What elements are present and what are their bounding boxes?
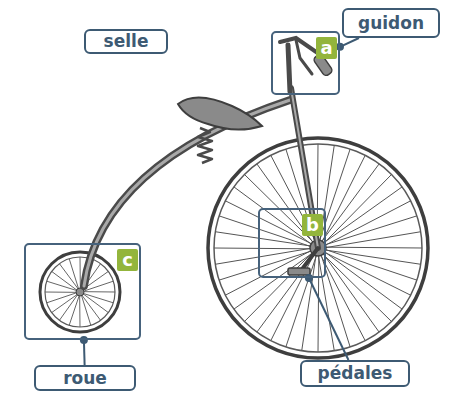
- spoke: [214, 248, 311, 250]
- spoke: [325, 232, 421, 248]
- saddle: [178, 97, 262, 129]
- spoke: [234, 253, 313, 309]
- part-label: guidon: [342, 8, 440, 38]
- leader-line: [80, 336, 88, 365]
- spokes: [214, 144, 422, 352]
- spoke: [83, 291, 115, 292]
- spoke: [325, 247, 422, 249]
- callout-letter: a: [316, 37, 337, 59]
- spoke: [318, 255, 320, 352]
- part-name: guidon: [358, 15, 424, 32]
- leader-stroke: [83, 340, 86, 365]
- part-label: pédales: [300, 360, 410, 387]
- spokes: [45, 257, 115, 327]
- leader-line: [305, 274, 349, 360]
- spoke: [215, 248, 311, 264]
- spoke: [59, 294, 78, 320]
- part-label: selle: [84, 29, 168, 54]
- spoke: [318, 255, 334, 351]
- leader-dot: [80, 336, 88, 344]
- spoke: [83, 293, 114, 303]
- part-name: roue: [63, 370, 107, 387]
- tyre: [40, 252, 120, 332]
- spoke: [52, 271, 78, 290]
- spoke: [323, 187, 402, 243]
- spoke: [219, 251, 312, 280]
- rim: [45, 257, 115, 327]
- spoke: [79, 295, 80, 327]
- spoke: [225, 250, 311, 295]
- callout-letter: b: [302, 214, 323, 236]
- part-name: selle: [104, 33, 149, 50]
- spoke: [325, 201, 411, 246]
- part-label: roue: [34, 365, 136, 391]
- spoke: [45, 292, 77, 293]
- spoke: [320, 255, 365, 341]
- pedal: [288, 268, 310, 275]
- callout-frame: a: [271, 31, 340, 95]
- spoke: [322, 254, 391, 322]
- callout-letter: c: [117, 249, 138, 271]
- spoke: [244, 252, 312, 321]
- part-name: pédales: [318, 365, 393, 382]
- spoke: [69, 259, 79, 290]
- spoke: [324, 174, 392, 243]
- rear-wheel: [40, 252, 120, 332]
- saddle-spring: [198, 128, 212, 163]
- spoke: [81, 295, 100, 321]
- tyre: [208, 138, 428, 358]
- spoke: [47, 293, 77, 303]
- spoke: [83, 293, 109, 312]
- leader-dot: [305, 274, 313, 282]
- front-wheel: [208, 138, 428, 358]
- callout-frame: c: [24, 243, 141, 340]
- spoke: [59, 264, 78, 290]
- stem: [288, 45, 290, 92]
- brake-lever: [296, 40, 312, 74]
- rim: [214, 144, 422, 352]
- callout-frame: b: [258, 208, 326, 278]
- leader-dot: [336, 43, 344, 51]
- leader-stroke: [309, 278, 349, 360]
- spoke: [323, 253, 379, 332]
- spoke: [324, 216, 417, 245]
- spoke: [47, 281, 78, 291]
- spoke: [81, 295, 91, 326]
- leader-stroke: [340, 38, 359, 47]
